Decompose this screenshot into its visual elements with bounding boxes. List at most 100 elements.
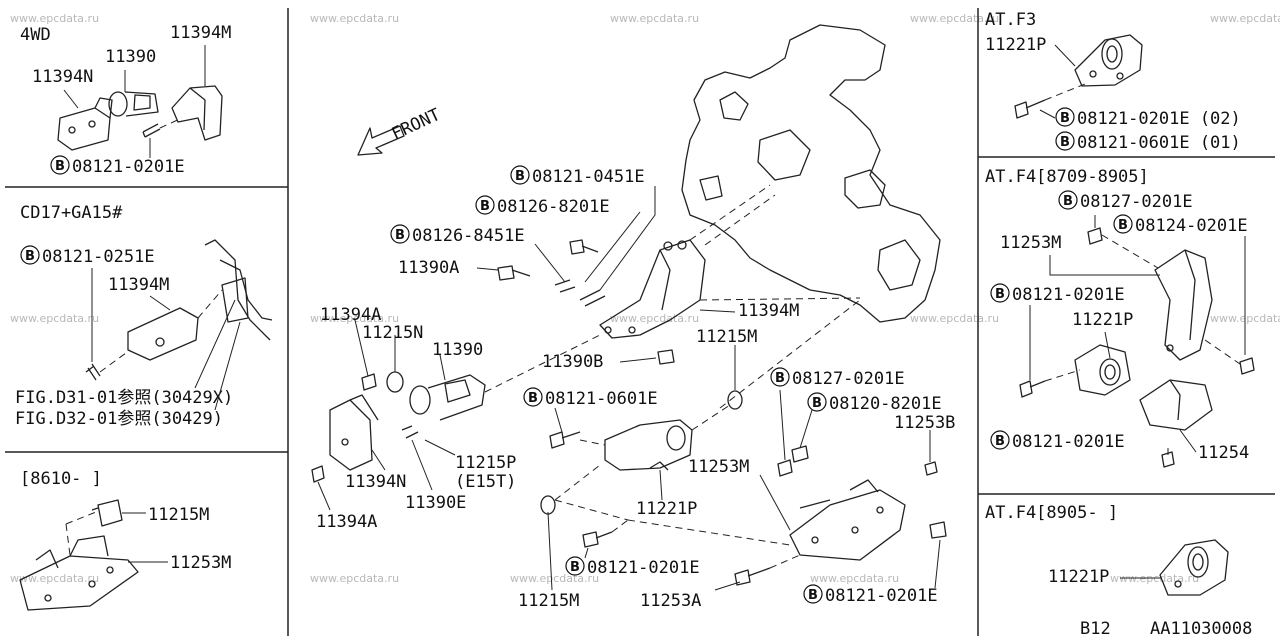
bolt-callout: B 08121-0201E [50,155,185,177]
leader-lines [317,186,941,591]
reference-label: FIG.D32-01参照(30429) [15,409,223,429]
panel-atf4-early: AT.F4[8709-8905] B 08127-0201E B 08124-0… [985,167,1255,468]
bolt-symbol: B [1118,218,1128,233]
bolt-icon [311,373,419,483]
bolt-symbol: B [515,169,525,184]
bolt-callout: B 08121-0451E [510,165,645,187]
panel-8610: [8610- ] 11215M 11253M [19,469,231,611]
part-label: 11394A [320,305,381,325]
watermark: www.epcdata.ru [610,12,699,25]
bracket-11221p-icon [604,419,693,471]
bracket-11394m-icon [599,239,706,339]
bolt-symbol: B [1063,194,1073,209]
part-label: 08121-0601E (01) [1077,133,1241,153]
part-label: 08121-0201E (02) [1077,109,1241,129]
watermark: www.epcdata.ru [10,572,99,585]
footer: B12 AA11030008 [1080,619,1252,639]
part-label: 11390B [542,352,603,372]
crossmember-11253m-icon [1154,249,1213,361]
part-label: 11390E [405,493,466,513]
part-label: 11215M [696,327,757,347]
bolt-icon [20,245,40,265]
panel-title: [8610- ] [20,469,102,489]
part-label: 08121-0601E [545,389,658,409]
part-label: 11253A [640,591,701,611]
part-label: 08121-0201E [587,558,700,578]
bolt-symbol: B [395,228,405,243]
mount-bracket-icon [57,97,113,151]
engine-block-icon [681,24,941,323]
bolt-icon [85,363,101,381]
watermark: www.epcdata.ru [10,12,99,25]
bolt-callout: B 08121-0251E [20,245,155,267]
watermark: www.epcdata.ru [610,312,699,325]
watermark: www.epcdata.ru [810,572,899,585]
bolt-callout: B 08121-0201E [990,430,1125,452]
bolt-icon [549,431,947,586]
assembly-lines [484,184,861,569]
bolt-icon [657,349,675,365]
part-label: 11215M [148,505,209,525]
part-label: 11221P [636,499,697,519]
washer-icon [540,390,743,515]
part-label: 11221P [1048,567,1109,587]
watermark: www.epcdata.ru [910,12,999,25]
reference-label: FIG.D31-01参照(30429X) [15,388,233,408]
watermark: www.epcdata.ru [310,572,399,585]
part-label: 11221P [985,35,1046,55]
insulator-icon [108,91,159,117]
part-label: 08124-0201E [1135,216,1248,236]
bracket-11394m-icon [127,307,199,361]
bolt-symbol: B [995,287,1005,302]
bracket-11221p-icon [1074,34,1143,87]
panel-title: 4WD [20,25,51,45]
panel-atf4-late: AT.F4[8905- ] 11221P [985,503,1229,596]
watermark: www.epcdata.ru [10,312,99,325]
bolt-callout: B 08126-8451E [390,224,525,246]
part-label: 11390 [105,47,156,67]
part-label: 11254 [1198,443,1249,463]
panel-title: AT.F4[8905- ] [985,503,1118,523]
part-label: 08127-0201E [1080,192,1193,212]
part-label: 08120-8201E [829,394,942,414]
part-label: 11394M [108,275,169,295]
bolt-icon [497,239,606,307]
part-label: 11221P [1072,310,1133,330]
part-label: 11253M [170,553,231,573]
panel-title: AT.F3 [985,10,1036,30]
part-label: 08127-0201E [792,369,905,389]
part-label: 11215N [362,323,423,343]
page-number: B12 [1080,619,1111,639]
frame-member-icon [204,239,273,341]
part-label: 11390A [398,258,459,278]
bolt-icon [990,430,1010,450]
bolt-icon [1055,131,1075,151]
bolt-symbol: B [25,249,35,264]
part-label: 08121-0201E [825,586,938,606]
part-label: 08121-0201E [1012,285,1125,305]
panel-title: CD17+GA15# [20,203,123,223]
bolt-icon [803,584,823,604]
bolt-callout: B 08121-0201E [803,584,938,606]
bolt-icon [1014,99,1046,119]
bolt-symbol: B [528,391,538,406]
watermark: www.epcdata.ru [310,312,399,325]
bolt-symbol: B [55,159,65,174]
part-label: 11215M [518,591,579,611]
bolt-symbol: B [1060,111,1070,126]
part-label: 08121-0201E [1012,432,1125,452]
bolt-callout: B 08121-0601E (01) [1055,131,1241,153]
stopper-icon [91,499,123,527]
part-label: 08121-0201E [72,157,185,177]
bolt-callout: B 08120-8201E [807,392,942,414]
illustration-code: AA11030008 [1150,619,1252,639]
part-label: 11394A [316,512,377,532]
insulator-icon [386,371,486,421]
bolt-callout: B 08126-8201E [475,195,610,217]
bolt-icon [390,224,410,244]
part-label: (E15T) [455,472,516,492]
bolt-icon [1055,107,1075,127]
front-label: FRONT [389,105,444,145]
